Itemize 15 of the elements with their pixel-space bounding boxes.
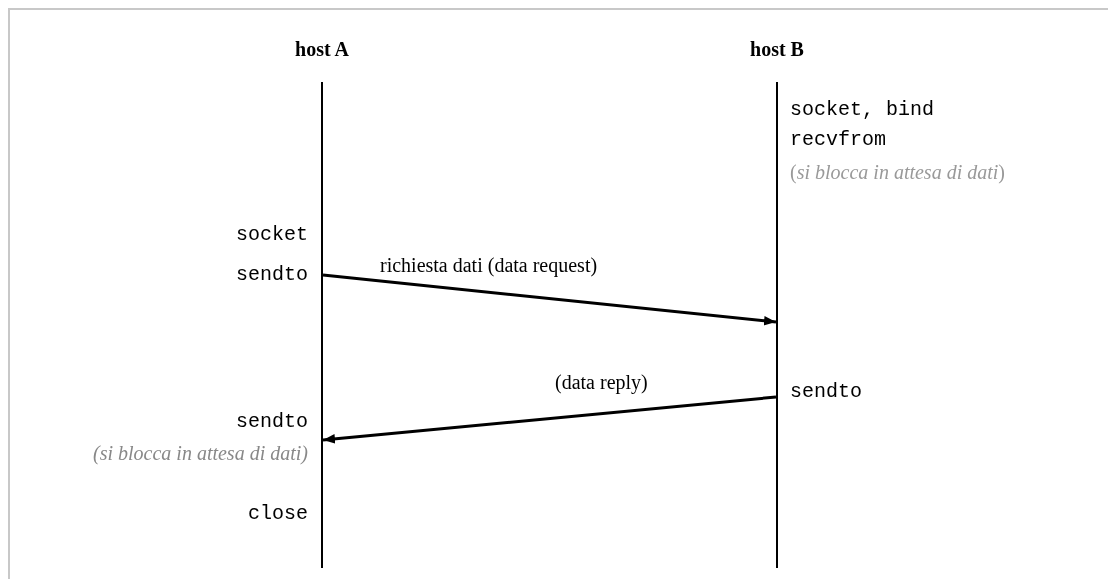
call-label: socket (236, 223, 308, 247)
host-title: host A (294, 38, 350, 61)
message-label: (data reply) (555, 370, 648, 394)
message-label: richiesta dati (data request) (380, 253, 598, 277)
note-text: (si blocca in attesa di dati) (93, 441, 308, 465)
message-arrow (322, 395, 777, 444)
call-label: sendto (790, 380, 862, 404)
host-title: host B (749, 38, 805, 61)
call-label: sendto (236, 263, 308, 287)
call-label: sendto (236, 410, 308, 434)
call-label: socket, bind (790, 98, 935, 122)
call-label: close (248, 502, 308, 526)
call-label: recvfrom (790, 128, 886, 152)
message-arrow (322, 273, 777, 326)
note-text: (si blocca in attesa di dati) (790, 160, 1005, 184)
